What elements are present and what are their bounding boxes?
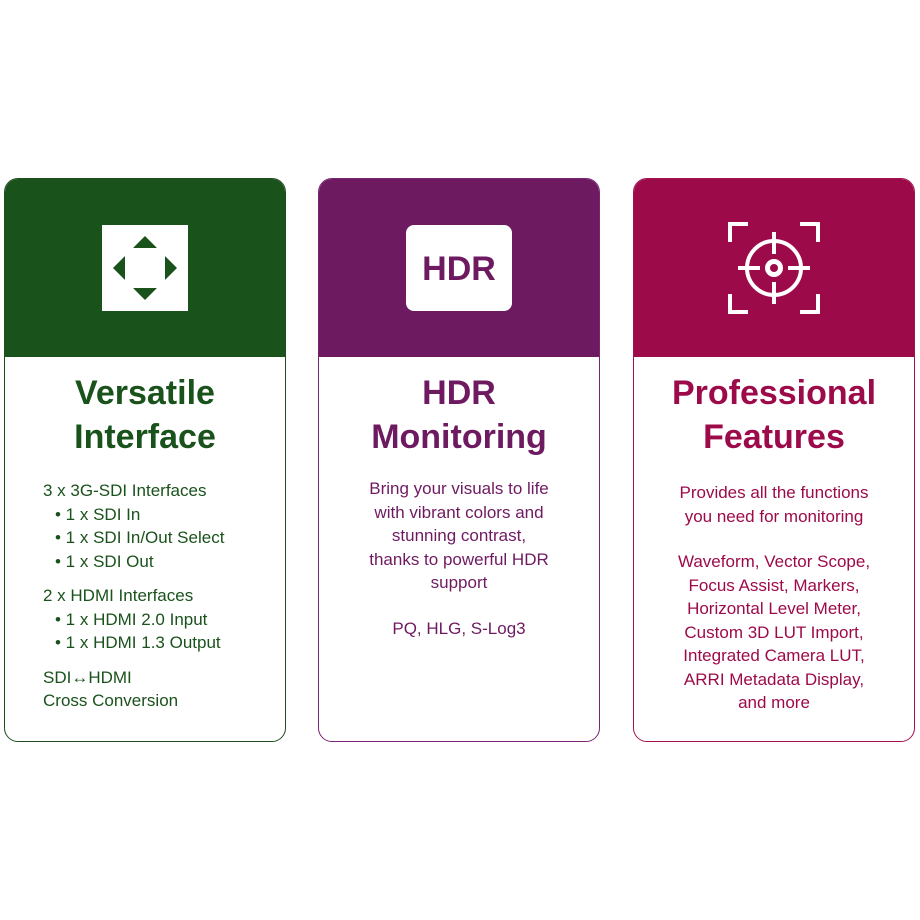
list-group-sdi: 3 x 3G-SDI Interfaces • 1 x SDI In • 1 x… bbox=[43, 479, 285, 573]
list-group-hdmi: 2 x HDMI Interfaces • 1 x HDMI 2.0 Input… bbox=[43, 584, 285, 655]
description-line: with vibrant colors and bbox=[374, 502, 544, 522]
hdr-description: Bring your visuals to life with vibrant … bbox=[319, 477, 599, 640]
hdr-badge-label: HDR bbox=[422, 250, 496, 288]
card-header-hdr: HDR bbox=[319, 179, 599, 357]
list-item: • 1 x SDI Out bbox=[55, 551, 154, 571]
card-title: Versatile Interface bbox=[5, 371, 285, 459]
list-heading: 2 x HDMI Interfaces bbox=[43, 586, 194, 605]
list-item: • 1 x HDMI 2.0 Input bbox=[55, 609, 208, 629]
description-line: Bring your visuals to life bbox=[369, 479, 549, 498]
feature-line: Horizontal Level Meter, bbox=[687, 599, 861, 618]
description-line: support bbox=[430, 573, 488, 592]
expand-arrows-icon bbox=[102, 225, 188, 311]
feature-line: ARRI Metadata Display, bbox=[683, 669, 865, 689]
feature-line: Waveform, Vector Scope, bbox=[677, 552, 871, 571]
description-line: Provides all the functions bbox=[679, 483, 869, 502]
card-header-versatile bbox=[5, 179, 285, 357]
card-header-professional bbox=[634, 179, 914, 357]
crosshair-target-icon bbox=[728, 222, 820, 314]
title-line: HDR bbox=[422, 374, 496, 412]
list-item: • 1 x SDI In/Out Select bbox=[55, 528, 225, 547]
title-line: Professional bbox=[671, 374, 877, 412]
hdr-badge-icon: HDR bbox=[406, 225, 512, 311]
hdr-formats: PQ, HLG, S-Log3 bbox=[392, 618, 526, 638]
feature-card-versatile-interface: Versatile Interface 3 x 3G-SDI Interface… bbox=[4, 178, 286, 742]
title-line: Versatile bbox=[75, 374, 215, 412]
list-item: • 1 x HDMI 1.3 Output bbox=[55, 633, 221, 652]
list-item: • 1 x SDI In bbox=[55, 504, 141, 524]
interface-list: 3 x 3G-SDI Interfaces • 1 x SDI In • 1 x… bbox=[5, 479, 285, 713]
card-title: HDR Monitoring bbox=[319, 371, 599, 459]
feature-card-hdr-monitoring: HDR HDR Monitoring Bring your visuals to… bbox=[318, 178, 600, 742]
title-line: Interface bbox=[74, 418, 216, 456]
list-heading: SDI↔HDMI bbox=[43, 667, 132, 687]
title-line: Features bbox=[703, 418, 845, 456]
feature-card-professional-features: Professional Features Provides all the f… bbox=[633, 178, 915, 742]
list-item: Cross Conversion bbox=[43, 691, 179, 710]
description-line: you need for monitoring bbox=[684, 506, 864, 526]
title-line: Monitoring bbox=[371, 418, 547, 456]
description-line: stunning contrast, bbox=[391, 526, 527, 545]
feature-line: Focus Assist, Markers, bbox=[688, 575, 860, 595]
feature-line: Integrated Camera LUT, bbox=[683, 646, 865, 665]
feature-line: Custom 3D LUT Import, bbox=[684, 622, 864, 642]
list-group-conversion: SDI↔HDMI Cross Conversion bbox=[43, 666, 285, 713]
list-heading: 3 x 3G-SDI Interfaces bbox=[43, 481, 207, 500]
card-title: Professional Features bbox=[634, 371, 914, 459]
feature-line: and more bbox=[738, 693, 810, 712]
description-line: thanks to powerful HDR bbox=[369, 549, 549, 569]
professional-description: Provides all the functions you need for … bbox=[634, 481, 914, 715]
